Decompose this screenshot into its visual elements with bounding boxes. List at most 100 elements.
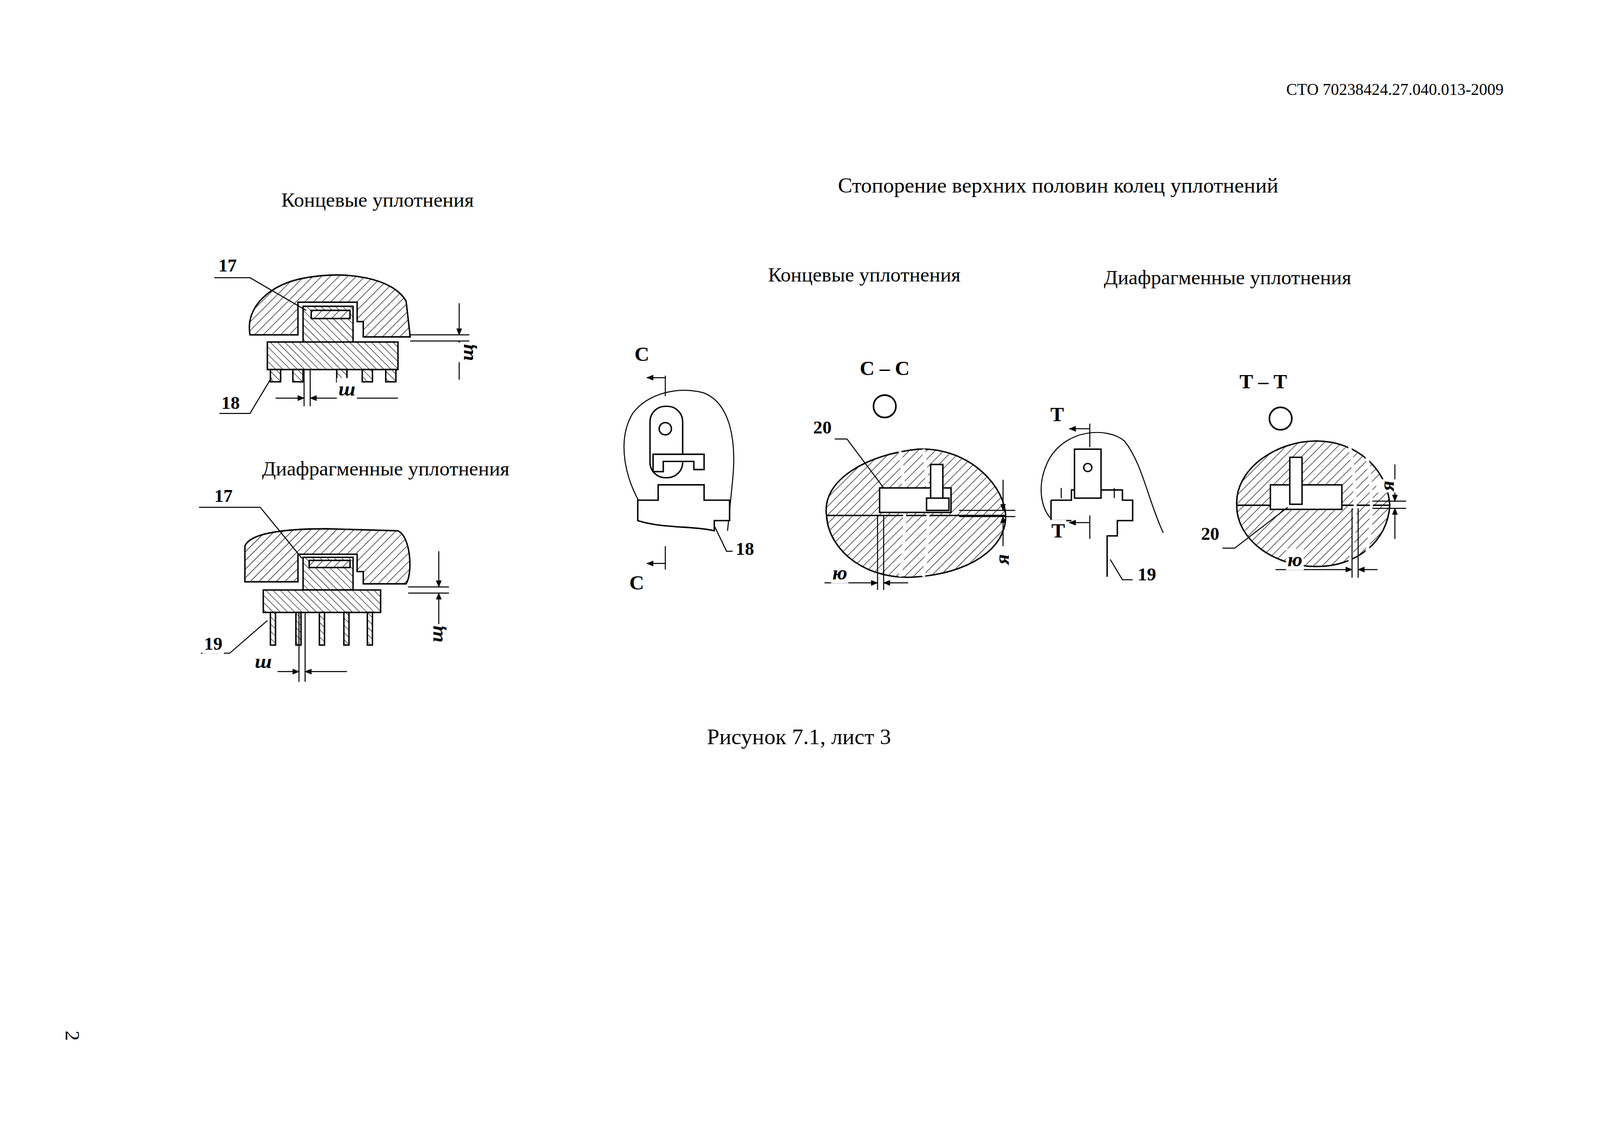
drawing-line bbox=[1357, 508, 1359, 578]
drawing-line bbox=[958, 515, 1016, 517]
drawing-line bbox=[1069, 521, 1090, 523]
drawing-line bbox=[664, 375, 666, 397]
drawing-line bbox=[277, 671, 299, 673]
dimension-label: ш bbox=[253, 650, 273, 673]
dimension-label: щ bbox=[425, 623, 447, 644]
document-code: СТО 70238424.27.040.013-2009 bbox=[1284, 81, 1505, 99]
drawing-line bbox=[438, 593, 440, 628]
drawing-line bbox=[883, 515, 885, 590]
drawing-line bbox=[1002, 479, 1004, 511]
callout-number: 19 bbox=[202, 634, 224, 654]
drawing-line bbox=[1372, 507, 1407, 509]
dimension-label: ю bbox=[830, 561, 849, 584]
drawing-line bbox=[1002, 516, 1004, 547]
drawing-polyline bbox=[1110, 559, 1133, 580]
drawing-rect bbox=[319, 612, 325, 646]
callout-number: 20 bbox=[812, 417, 834, 438]
drawing-rect bbox=[1289, 457, 1303, 505]
drawing-rect bbox=[302, 557, 354, 590]
section-mark: С – С bbox=[858, 357, 911, 380]
callout-number: 18 bbox=[219, 393, 241, 413]
drawing-polyline bbox=[1222, 507, 1288, 548]
drawing-line bbox=[646, 377, 666, 379]
drawing-rect bbox=[343, 612, 350, 646]
drawing-line bbox=[408, 586, 449, 588]
figure-section-t bbox=[1222, 407, 1407, 579]
drawing-line bbox=[303, 369, 305, 407]
callout-number: 17 bbox=[217, 255, 239, 275]
figure-view-t bbox=[1041, 423, 1164, 580]
drawing-rect bbox=[362, 369, 373, 382]
drawing-rect bbox=[367, 612, 373, 646]
drawing-rect bbox=[270, 369, 281, 382]
drawing-path bbox=[624, 390, 734, 531]
drawing-rect bbox=[926, 498, 949, 511]
dimension-label: я bbox=[991, 552, 1013, 566]
drawing-rect bbox=[311, 310, 350, 319]
drawing-polyline bbox=[198, 507, 303, 559]
drawing-polyline bbox=[214, 277, 307, 311]
callout-number: 19 bbox=[1136, 564, 1158, 584]
drawing-line bbox=[410, 340, 470, 342]
drawing-path bbox=[1365, 448, 1372, 560]
dimension-label: ю bbox=[1286, 548, 1304, 570]
figure-view-c bbox=[624, 375, 734, 570]
drawing-line bbox=[826, 514, 1006, 516]
drawing-line bbox=[1358, 568, 1378, 570]
figure-diaphragm-seal bbox=[198, 507, 449, 682]
drawing-line bbox=[1351, 508, 1353, 578]
drawing-polyline bbox=[219, 377, 272, 414]
drawing-path bbox=[1061, 487, 1115, 498]
drawing-circle bbox=[659, 422, 672, 435]
page-number: 2 bbox=[61, 1029, 84, 1043]
drawing-circle bbox=[1083, 463, 1092, 472]
drawing-polyline bbox=[201, 620, 268, 654]
drawing-line bbox=[1069, 428, 1090, 430]
drawing-rect bbox=[1270, 484, 1343, 510]
drawing-rect bbox=[267, 342, 398, 370]
drawing-line bbox=[1372, 500, 1407, 502]
drawing-line bbox=[410, 334, 470, 336]
drawing-rect bbox=[309, 560, 350, 568]
section-heading: Стопорение верхних половин колец уплотне… bbox=[836, 174, 1280, 197]
section-mark: С bbox=[627, 572, 646, 594]
figure-caption: Рисунок 7.1, лист 3 bbox=[705, 724, 893, 749]
dimension-label: щ bbox=[455, 342, 478, 362]
drawing-rect bbox=[1074, 448, 1101, 498]
drawing-line bbox=[438, 551, 440, 587]
drawing-path bbox=[1236, 441, 1391, 567]
drawing-line bbox=[458, 303, 460, 335]
drawing-path bbox=[652, 454, 704, 472]
drawing-line bbox=[876, 515, 878, 590]
drawing-path bbox=[826, 448, 1006, 578]
drawing-line bbox=[1089, 423, 1091, 447]
section-heading: Диафрагменные уплотнения bbox=[1102, 266, 1353, 289]
section-mark: Т – Т bbox=[1238, 370, 1289, 393]
drawing-circle bbox=[873, 395, 897, 418]
drawing-rect bbox=[270, 612, 276, 646]
drawing-rect bbox=[263, 589, 381, 613]
figure-section-c bbox=[824, 395, 1016, 590]
drawing-line bbox=[1394, 508, 1396, 539]
drawing-line bbox=[408, 592, 449, 594]
drawing-path bbox=[900, 451, 905, 577]
callout-number: 18 bbox=[734, 539, 756, 559]
drawing-line bbox=[309, 369, 311, 407]
drawing-rect bbox=[292, 369, 303, 382]
drawing-line bbox=[958, 509, 1016, 511]
drawing-line bbox=[664, 546, 666, 570]
section-mark: Т bbox=[1048, 403, 1066, 426]
drawing-line bbox=[275, 397, 305, 399]
callout-number: 20 bbox=[1199, 524, 1221, 544]
drawing-polyline bbox=[714, 525, 733, 552]
drawing-line bbox=[1089, 515, 1091, 539]
dimension-label: я bbox=[1375, 479, 1398, 493]
dimension-label: ш bbox=[337, 378, 357, 400]
section-mark: С bbox=[633, 343, 651, 365]
drawing-rect bbox=[385, 369, 396, 382]
drawing-line bbox=[883, 582, 909, 584]
drawing-line bbox=[305, 671, 348, 673]
figure-end-seal bbox=[214, 275, 470, 414]
